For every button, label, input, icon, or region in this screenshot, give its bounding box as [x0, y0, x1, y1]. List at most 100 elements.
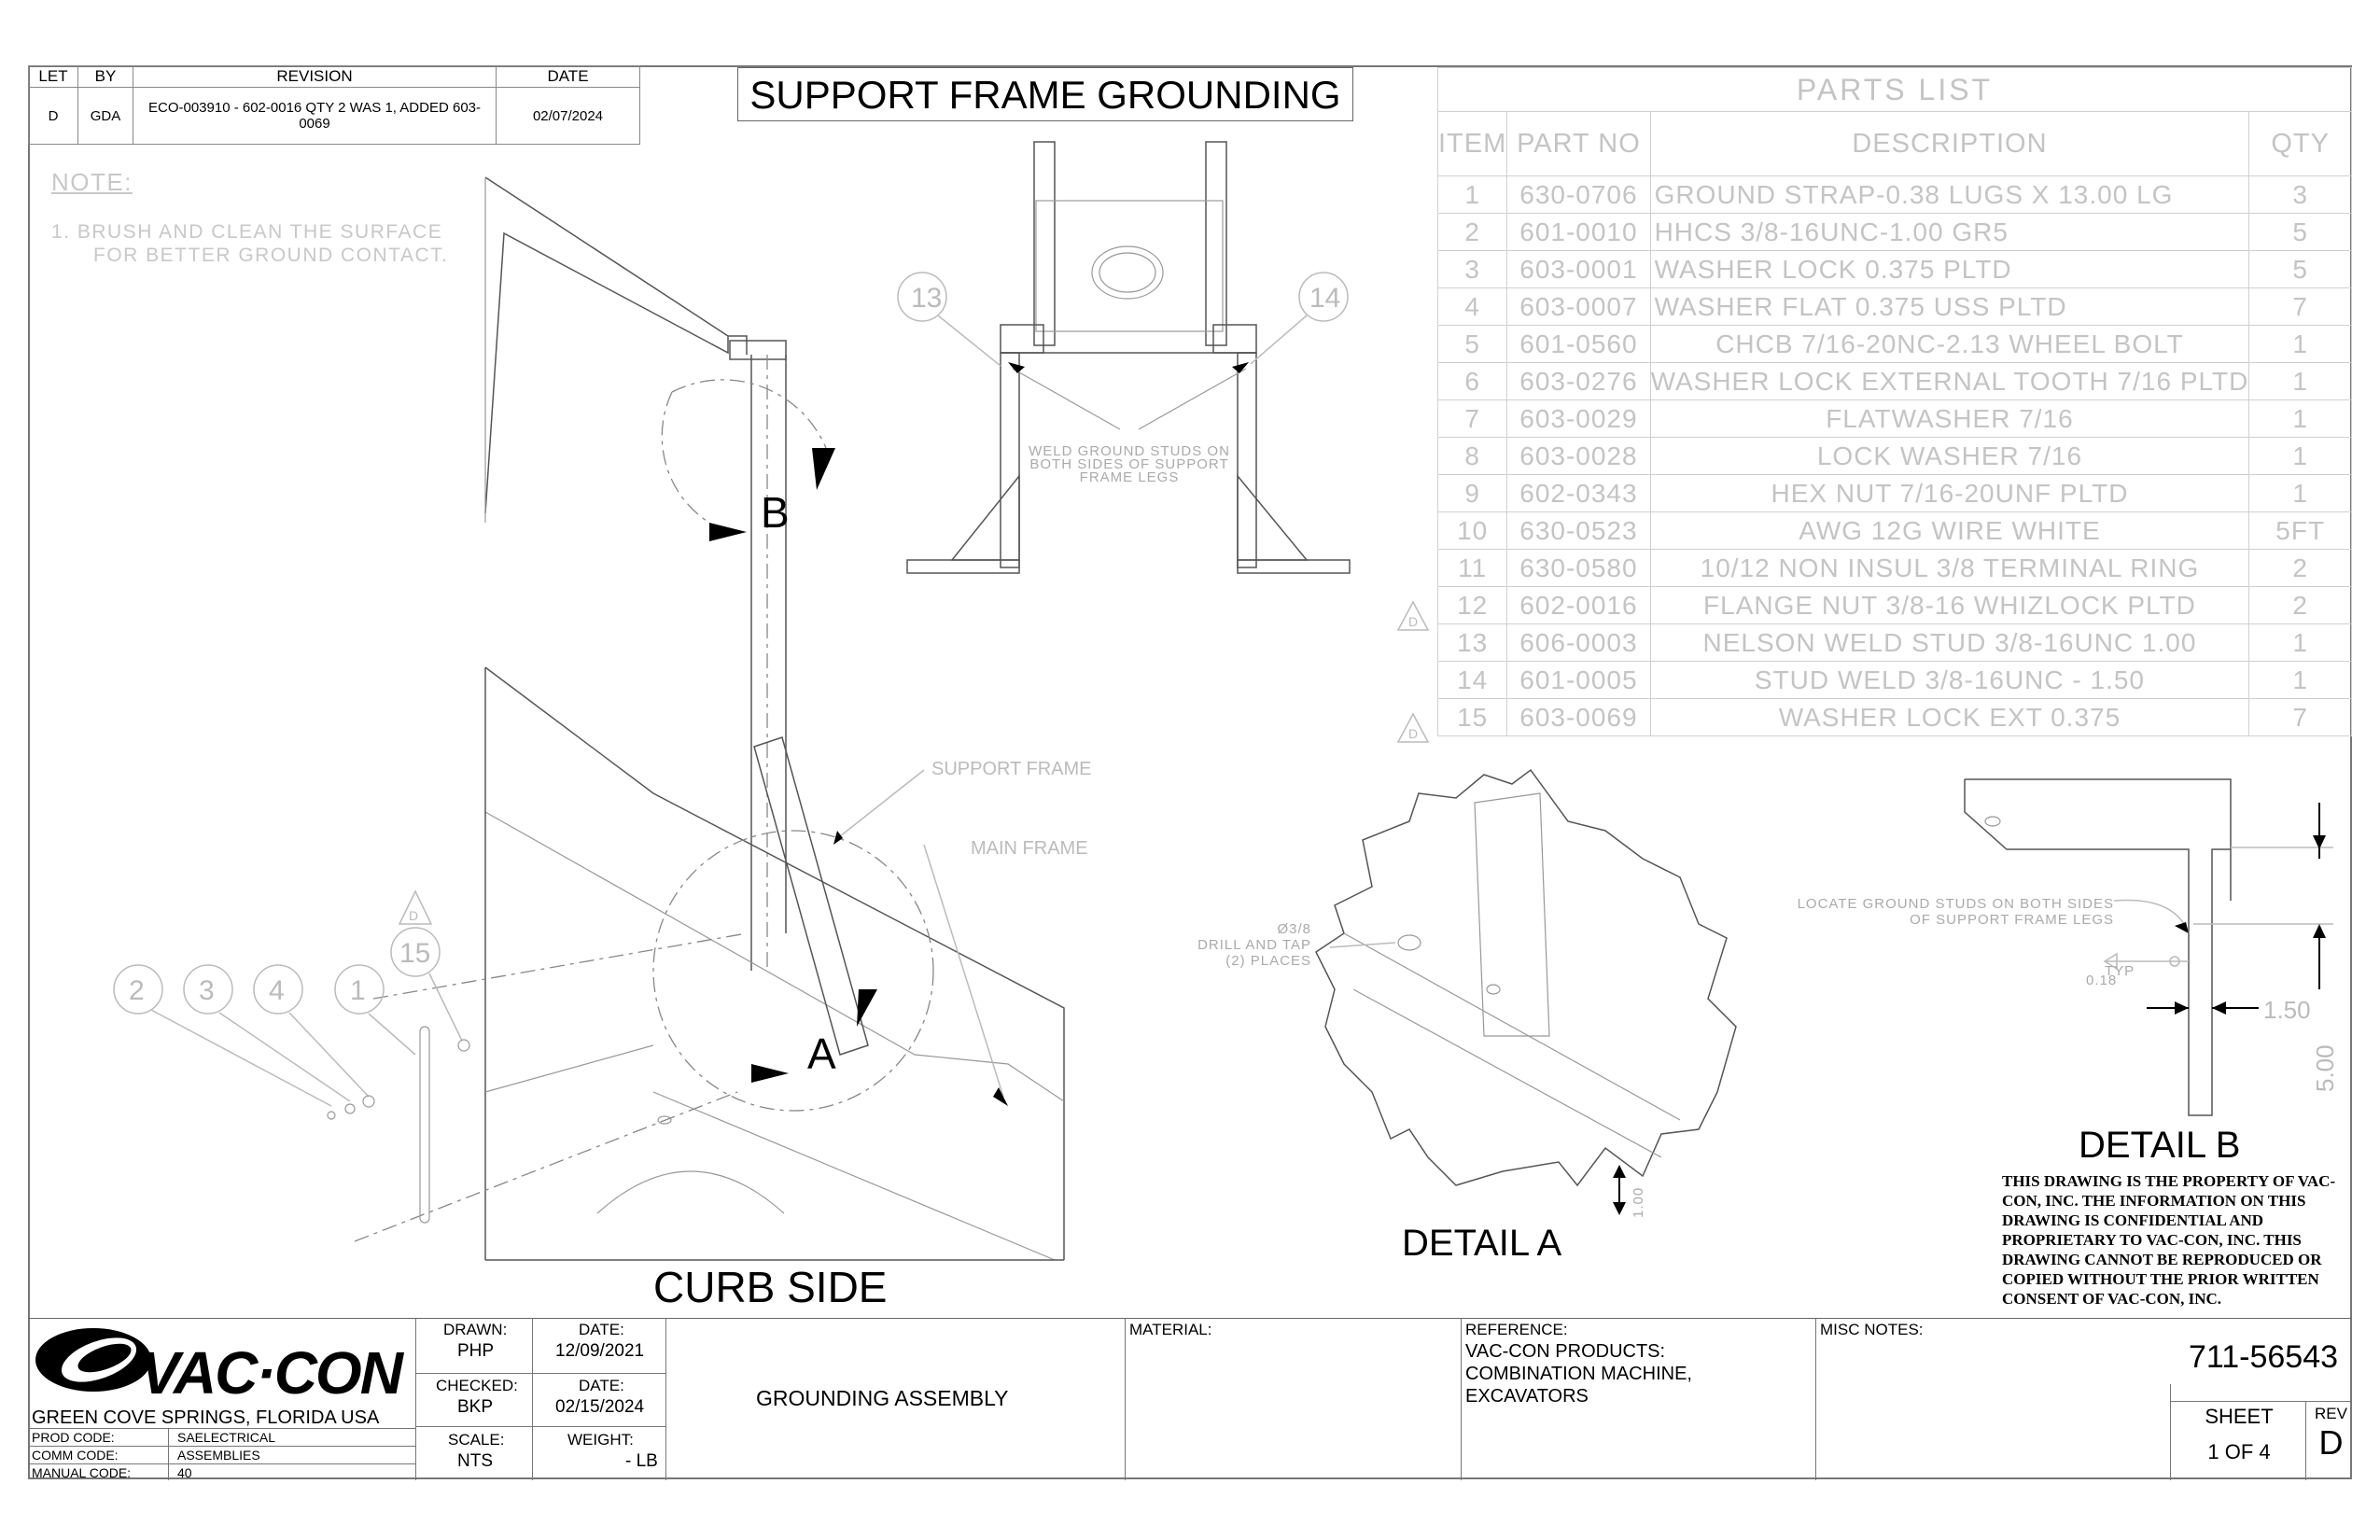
parts-part-number: 602-0016 [1506, 586, 1651, 624]
detail-a-dim: 1.00 [1631, 1187, 1646, 1218]
detail-a-label: DETAIL A [1402, 1223, 1561, 1264]
detail-a-view: Ø3/8 DRILL AND TAP (2) PLACES 1.00 [1197, 768, 1737, 1218]
detail-b-label: DETAIL B [2079, 1125, 2240, 1166]
parts-part-number: 603-0007 [1506, 287, 1651, 326]
parts-part-number: 601-0005 [1506, 661, 1651, 699]
comm-code: ASSEMBLIES [177, 1448, 260, 1463]
parts-item: 3 [1436, 250, 1508, 288]
reference-line-3: EXCAVATORS [1465, 1386, 1589, 1407]
detail-b-note-2: OF SUPPORT FRAME LEGS [1910, 912, 2114, 928]
detail-b-weld-size: 0.18 [2086, 973, 2117, 988]
front-note-line-2: BOTH SIDES OF SUPPORT [1029, 456, 1228, 472]
parts-qty: 5 [2248, 250, 2352, 288]
revision-table: LET BY REVISION DATE D GDA ECO-003910 - … [28, 65, 640, 145]
reference-label: REFERENCE: [1465, 1321, 1568, 1338]
parts-item: 10 [1436, 511, 1508, 550]
parts-list: PARTS LIST ITEM PART NO DESCRIPTION QTY … [1436, 67, 2352, 736]
drawing-title: SUPPORT FRAME GROUNDING [737, 67, 1353, 121]
detail-b-dim-width: 1.50 [2263, 996, 2311, 1024]
manual-code: 40 [177, 1465, 192, 1480]
parts-header-item: ITEM [1436, 111, 1508, 176]
drawn-by: PHP [457, 1341, 495, 1361]
checked-date-label: DATE: [579, 1377, 624, 1394]
parts-description: GROUND STRAP-0.38 LUGS X 13.00 LG [1649, 175, 2250, 214]
checked-date: 02/15/2024 [555, 1397, 645, 1417]
rev-let: D [28, 87, 78, 145]
parts-description: STUD WELD 3/8-16UNC - 1.50 [1649, 661, 2250, 699]
callout-15: 15 [399, 938, 430, 969]
detail-b-view: 5.00 1.50 LOCATE GROUND STUDS ON BOTH SI… [1798, 778, 2339, 1116]
parts-qty: 1 [2248, 661, 2352, 699]
detail-a-note-2: DRILL AND TAP [1197, 937, 1311, 953]
iso-rev-flag: D [409, 908, 418, 923]
note-line-1: 1. BRUSH AND CLEAN THE SURFACE [51, 221, 443, 243]
parts-part-number: 603-0276 [1506, 362, 1651, 400]
rev-date: 02/07/2024 [496, 87, 640, 145]
note-heading: NOTE: [51, 168, 133, 196]
manual-code-label: MANUAL CODE: [32, 1465, 132, 1480]
parts-description: NELSON WELD STUD 3/8-16UNC 1.00 [1649, 623, 2250, 662]
drawn-label: DRAWN: [443, 1321, 508, 1338]
main-frame-label: MAIN FRAME [971, 838, 1088, 859]
parts-header-desc: DESCRIPTION [1649, 111, 2250, 176]
comm-code-label: COMM CODE: [32, 1448, 119, 1463]
parts-part-number: 602-0343 [1506, 474, 1651, 512]
checked-label: CHECKED: [436, 1377, 518, 1394]
parts-qty: 5FT [2248, 511, 2352, 550]
parts-header-part: PART NO [1506, 111, 1651, 176]
weight-label: WEIGHT: [567, 1431, 634, 1449]
callout-3: 3 [199, 975, 215, 1006]
parts-part-number: 601-0010 [1506, 213, 1651, 251]
reference-line-2: COMBINATION MACHINE, [1465, 1364, 1692, 1384]
parts-qty: 2 [2248, 586, 2352, 624]
parts-qty: 1 [2248, 623, 2352, 662]
parts-qty: 7 [2248, 287, 2352, 326]
callout-2: 2 [129, 975, 145, 1006]
parts-item: 7 [1436, 399, 1508, 438]
drawing-border [28, 65, 2352, 1479]
drawn-date-label: DATE: [579, 1321, 624, 1338]
parts-qty: 1 [2248, 362, 2352, 400]
parts-part-number: 603-0069 [1506, 698, 1651, 736]
callout-13: 13 [911, 283, 942, 314]
parts-item: 9 [1436, 474, 1508, 512]
rev-flag-12: D [1408, 614, 1418, 629]
reference-line-1: VAC-CON PRODUCTS: [1465, 1341, 1666, 1362]
parts-description: WASHER FLAT 0.375 USS PLTD [1649, 287, 2250, 326]
scale-label: SCALE: [448, 1431, 505, 1449]
material-label: MATERIAL: [1129, 1321, 1212, 1338]
rev-letter: D [2318, 1423, 2344, 1462]
detail-b-note-1: LOCATE GROUND STUDS ON BOTH SIDES [1798, 896, 2114, 912]
company-location: GREEN COVE SPRINGS, FLORIDA USA [32, 1407, 380, 1428]
detail-b-dim-height: 5.00 [2311, 1044, 2339, 1092]
parts-qty: 7 [2248, 698, 2352, 736]
prod-code-label: PROD CODE: [32, 1430, 115, 1445]
parts-description: CHCB 7/16-20NC-2.13 WHEEL BOLT [1649, 325, 2250, 363]
parts-description: WASHER LOCK EXT 0.375 [1649, 698, 2250, 736]
parts-rev-flags: D D [1396, 600, 1430, 743]
sheet-label: SHEET [2205, 1405, 2274, 1428]
parts-part-number: 601-0560 [1506, 325, 1651, 363]
parts-qty: 1 [2248, 437, 2352, 475]
parts-part-number: 630-0706 [1506, 175, 1651, 214]
parts-part-number: 603-0029 [1506, 399, 1651, 438]
parts-part-number: 630-0580 [1506, 549, 1651, 587]
detail-b-marker: B [761, 488, 790, 537]
parts-item: 14 [1436, 661, 1508, 699]
parts-part-number: 630-0523 [1506, 511, 1651, 550]
parts-qty: 1 [2248, 399, 2352, 438]
checked-by: BKP [457, 1397, 494, 1417]
curb-side-label: CURB SIDE [653, 1263, 887, 1311]
iso-callouts: 2 3 4 1 15 D [113, 889, 470, 1120]
front-note-line-3: FRAME LEGS [1080, 469, 1180, 485]
misc-notes-label: MISC NOTES: [1820, 1321, 1924, 1338]
